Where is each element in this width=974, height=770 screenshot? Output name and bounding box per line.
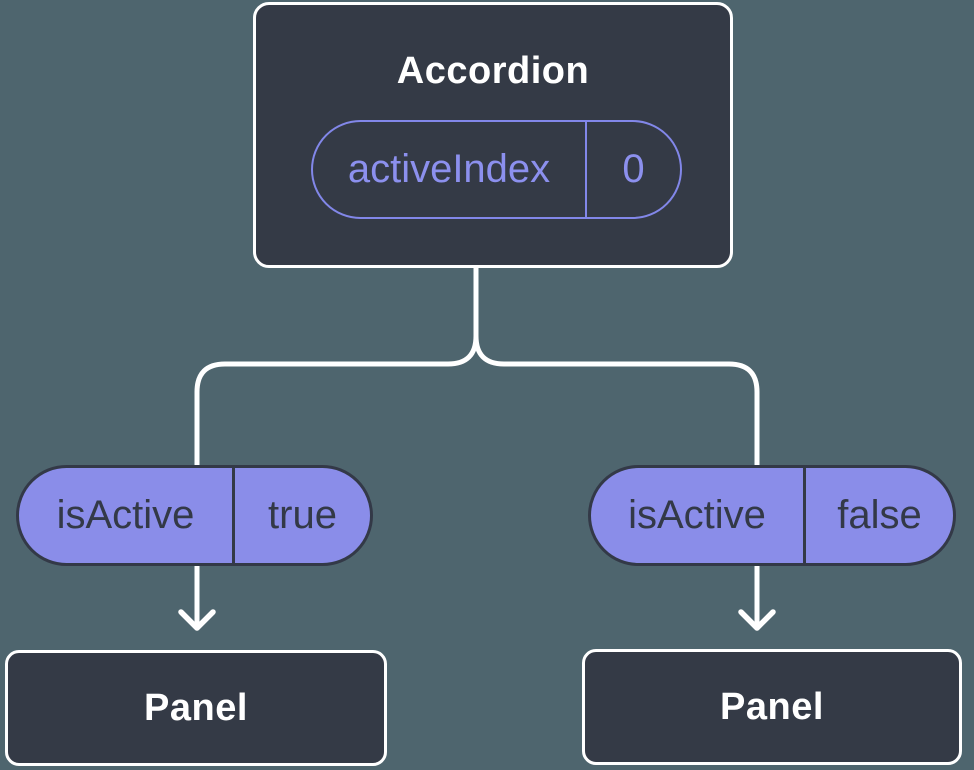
accordion-node: Accordion activeIndex 0 xyxy=(253,2,733,268)
arrow-down-left-icon xyxy=(178,609,216,631)
prop-pill-isactive-true: isActive true xyxy=(16,465,373,566)
state-pill-value: 0 xyxy=(585,122,680,217)
prop-pill-value: false xyxy=(803,468,953,563)
panel-node-left: Panel xyxy=(5,650,387,766)
accordion-node-title: Accordion xyxy=(396,50,590,92)
arrow-down-right-icon xyxy=(738,609,776,631)
prop-pill-name: isActive xyxy=(628,493,766,537)
prop-pill-value: true xyxy=(232,468,370,563)
state-pill-name: activeIndex xyxy=(347,147,551,191)
prop-pill-name: isActive xyxy=(56,493,195,537)
state-pill-activeindex: activeIndex 0 xyxy=(311,120,682,219)
connector-left-branch xyxy=(194,263,479,629)
prop-pill-isactive-false: isActive false xyxy=(588,465,956,566)
connector-right-branch xyxy=(473,263,760,629)
panel-node-right: Panel xyxy=(582,649,962,765)
